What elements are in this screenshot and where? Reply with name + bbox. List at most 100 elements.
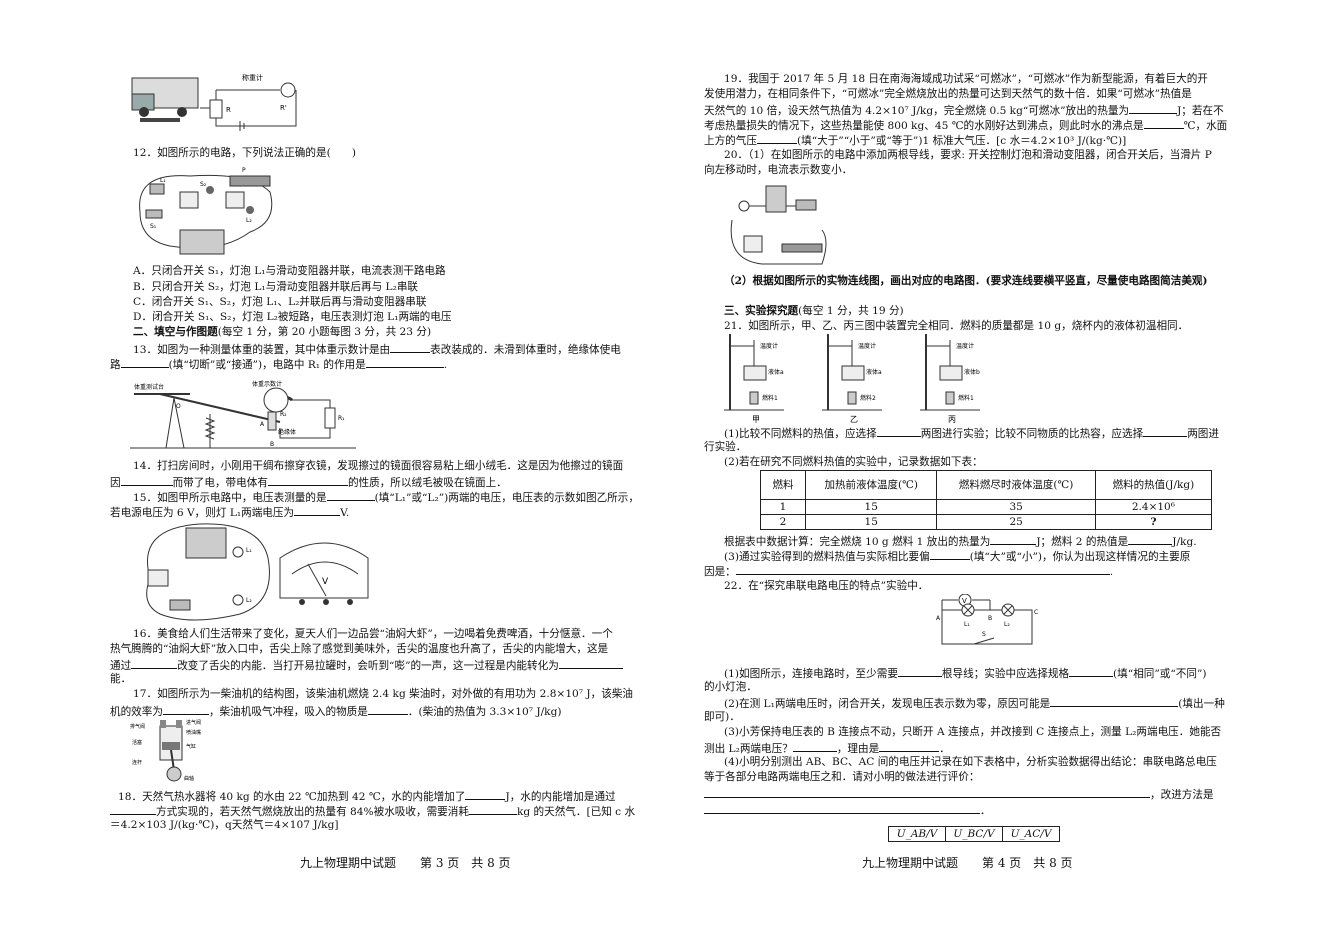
- q21-4-blank-2[interactable]: [735, 563, 1110, 575]
- q12-option-c: C．闭合开关 S₁、S₂，灯泡 L₁、L₂并联后再与滑动变阻器串联: [133, 296, 427, 308]
- q14-blank-1[interactable]: [120, 474, 173, 486]
- q22-3-text-b: 测出 L₂两端电压？: [704, 743, 793, 755]
- point-b-label: B: [270, 441, 274, 448]
- q21-3-text-b: J；燃料 2 的热值是: [1036, 536, 1129, 548]
- q22-1-line2: 的小灯泡．: [704, 681, 757, 693]
- q19-blank-1[interactable]: [1129, 102, 1178, 114]
- q22-4-line4: ．: [704, 802, 991, 818]
- section-2-note: (每空 1 分，第 20 小题每图 3 分，共 23 分): [217, 326, 432, 338]
- table-cell: 1: [760, 499, 806, 515]
- r1-label: R₁: [338, 415, 345, 422]
- q18-text-b: J，水的内能增加是通过: [505, 791, 616, 803]
- q18-blank-3[interactable]: [468, 803, 517, 815]
- q18-line3: ＝4.2×103 J/(kg·℃)，q天然气＝4×107 J/kg]: [110, 819, 339, 831]
- q22-1-blank-1[interactable]: [897, 665, 942, 677]
- table-cell: 25: [936, 514, 1096, 530]
- q21-1-text-a: (1)比较不同燃料的热值，应选择: [724, 428, 877, 440]
- q20-part2: （2）根据如图所示的实物连线图，画出对应的电路图．(要求连线要横平竖直，尽量使电…: [724, 275, 1208, 287]
- crankshaft-label: 曲轴: [184, 775, 194, 782]
- q13-line1: 13．如图为一种测量体重的装置，其中体重示数计是由表改装成的．未滑到体重时，绝缘…: [133, 341, 621, 357]
- r2-label: R₂: [280, 411, 287, 418]
- q22-4-blank-1[interactable]: [704, 786, 1150, 798]
- q22-4-blank-2[interactable]: [704, 802, 980, 814]
- q18-blank-1[interactable]: [465, 788, 506, 800]
- q15-blank-1[interactable]: [326, 489, 375, 501]
- q16-blank-1[interactable]: [131, 657, 178, 669]
- q18-text-a: 18．天然气热水器将 40 kg 的水由 22 ℃加热到 42 ℃，水的内能增加…: [118, 791, 466, 803]
- q18-blank-2[interactable]: [110, 803, 156, 815]
- q15-text-b: (填“L₁”或“L₂”)两端的电压，电压表的示数如图乙所示，: [374, 492, 639, 504]
- q21-1-blank-2[interactable]: [1143, 425, 1188, 437]
- q22-1-text-a: (1)如图所示，连接电路时，至少需要: [724, 668, 898, 680]
- q21-3-text-c: J/kg.: [1172, 536, 1197, 548]
- svg-text:S₂: S₂: [200, 181, 207, 188]
- q22-3-blank-1[interactable]: [792, 740, 837, 752]
- q21-4-text-b: (填“大”或“小”)，你认为出现这样情况的主要原: [969, 551, 1191, 563]
- q18-line1: 18．天然气热水器将 40 kg 的水由 22 ℃加热到 42 ℃，水的内能增加…: [118, 788, 616, 804]
- q13-text-a: 13．如图为一种测量体重的装置，其中体重示数计是由: [133, 344, 391, 356]
- section-3-title: 三、实验探究题: [724, 305, 799, 317]
- q12-option-b: B．只闭合开关 S₂，灯泡 L₁与滑动变阻器并联后再与 L₂串联: [133, 281, 419, 293]
- fig15-l1-label: L₁: [246, 547, 252, 554]
- q22-2-blank-1[interactable]: [1050, 695, 1179, 707]
- q17-blank-1[interactable]: [162, 703, 209, 715]
- apparatus-c-fuel: 燃料1: [958, 394, 974, 402]
- svg-text:L₁: L₁: [160, 177, 166, 184]
- q14-blank-2[interactable]: [267, 474, 348, 486]
- q13-line2: 路(填“切断”或“接通”)，电路中 R₁ 的作用是.: [110, 356, 447, 372]
- section-2-heading: 二、填空与作图题(每空 1 分，第 20 小题每图 3 分，共 23 分): [133, 325, 431, 339]
- q21-3-blank-1[interactable]: [990, 533, 1037, 545]
- apparatus-c-thermometer: 温度计: [956, 342, 974, 350]
- q21-apparatus-figure: 温度计 液体a 燃料1 甲 温度计 液体a 燃料2 乙 温度计 液体b 燃料1 …: [724, 334, 980, 424]
- q13-blank-3[interactable]: [365, 356, 444, 368]
- q19-text-c: 天然气的 10 倍，设天然气热值为 4.2×10⁷ J/kg，完全燃烧 0.5 …: [704, 105, 1130, 117]
- q19-blank-3[interactable]: [756, 132, 797, 144]
- apparatus-a-fuel: 燃料1: [762, 394, 778, 402]
- q21-4-line1: (3)通过实验得到的燃料热值与实际相比要偏 (填“大”或“小”)，你认为出现这样情…: [724, 548, 1190, 564]
- q14-text-c: 而带了电，带电体有: [172, 477, 268, 489]
- q21-4-blank-1[interactable]: [929, 548, 970, 560]
- diesel-engine-figure: 排气阀 进气阀 喷油嘴 活塞 气缸 连杆 曲轴: [130, 719, 201, 782]
- fig15-voltmeter-label: V: [322, 577, 329, 587]
- q21-1-blank-1[interactable]: [876, 425, 921, 437]
- q13-blank-2[interactable]: [120, 356, 169, 368]
- table-header-cell: U_BC/V: [945, 826, 1003, 842]
- q22-l2-label: L₂: [1004, 621, 1010, 628]
- q16-line2: 热气腾腾的“油焖大虾”放入口中，舌尖上除了感觉到美味外，舌尖的温度也升高了，舌尖…: [110, 643, 609, 655]
- q21-4-text-a: (3)通过实验得到的燃料热值与实际相比要偏: [724, 551, 930, 563]
- q22-3-blank-2[interactable]: [879, 740, 940, 752]
- conrod-label: 连杆: [132, 759, 142, 766]
- q22-3-line2: 测出 L₂两端电压？，理由是．: [704, 740, 950, 756]
- q19-line4: 考虑热量损失的情况下，这些热量能使 800 kg、45 ℃的水刚好达到沸点，则此…: [704, 117, 1227, 133]
- q15-text-c: 若电源电压为 6 V，则灯 L₁两端电压为: [110, 507, 295, 519]
- q22-1-blank-2[interactable]: [1069, 665, 1114, 677]
- q13-blank-1[interactable]: [390, 341, 431, 353]
- q18-text-c: 方式实现的，若天然气燃烧放出的热量有 84%被水吸收，需要消耗: [156, 806, 469, 818]
- exhaust-valve-label: 排气阀: [130, 723, 145, 730]
- section-3-heading: 三、实验探究题(每空 1 分，共 19 分): [724, 304, 904, 318]
- q16-blank-2[interactable]: [558, 657, 623, 669]
- q15-blank-2[interactable]: [294, 504, 341, 516]
- cylinder-label: 气缸: [186, 743, 196, 750]
- apparatus-c-liquid: 液体b: [964, 368, 980, 376]
- right-page: 19．我国于 2017 年 5 月 18 日在南海海域成功试采“可燃冰”，“可燃…: [662, 0, 1323, 936]
- q22-2-text-b: (填出一种: [1178, 698, 1225, 710]
- insulator-label: 绝缘体: [278, 428, 296, 436]
- q22-4-line1: (4)小明分别测出 AB、BC、AC 间的电压并记录在如下表格中，分析实验数据得…: [724, 756, 1217, 768]
- q20-circuit-figure: [730, 185, 827, 265]
- q22-voltmeter-label: V: [962, 597, 967, 605]
- apparatus-b-caption: 乙: [850, 415, 858, 424]
- q19-blank-2[interactable]: [1143, 117, 1184, 129]
- q22-4-text-d: ．: [980, 805, 991, 817]
- q17-blank-2[interactable]: [367, 703, 408, 715]
- q16-line4: 能．: [110, 673, 132, 685]
- apparatus-b: 温度计 液体a 燃料2 乙: [822, 334, 882, 424]
- table-cell: ?: [1094, 514, 1213, 530]
- q21-3-blank-2[interactable]: [1128, 533, 1173, 545]
- q19-text-g: 上方的气压: [704, 135, 757, 147]
- table-header-cell: 加热前液体温度(℃): [804, 470, 938, 500]
- q12-stem: 12．如图所示的电路，下列说法正确的是( ): [133, 147, 357, 159]
- q15-text-d: V.: [340, 507, 350, 519]
